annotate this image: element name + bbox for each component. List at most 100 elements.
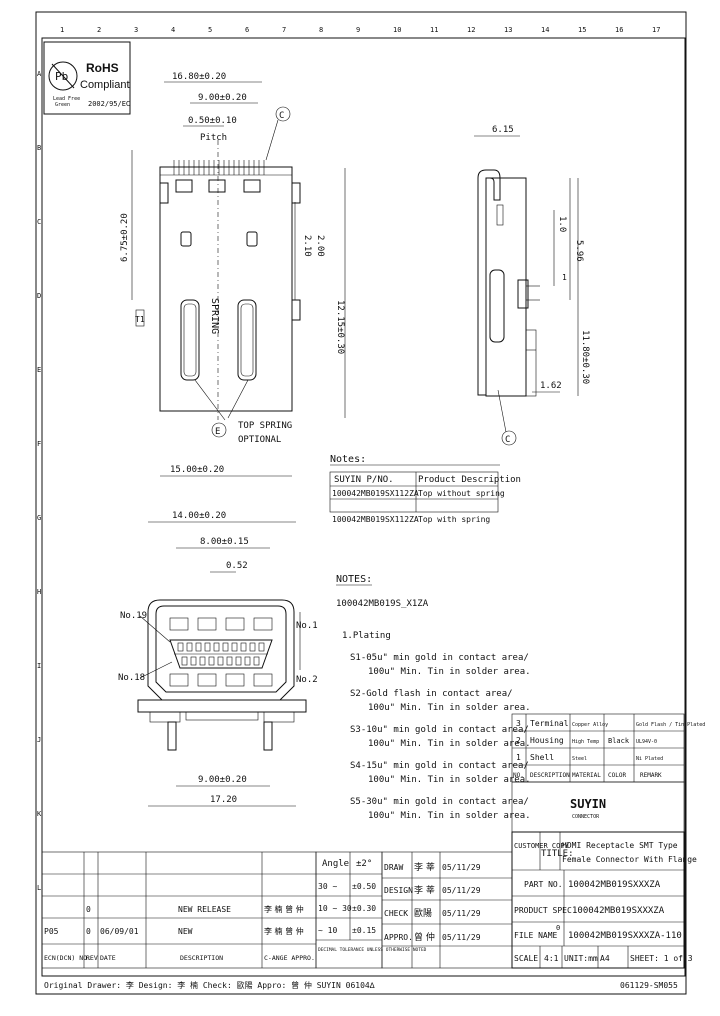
zone-row-marker: E: [37, 366, 41, 374]
zone-column-marker: 10: [393, 26, 401, 34]
bom-description: Shell: [530, 753, 554, 762]
plating-item-line-1: S3-10u" min gold in contact area/: [350, 725, 529, 735]
tolerance-value: ±0.30: [352, 904, 376, 913]
bom-remark: UL94V-0: [636, 739, 657, 745]
side-dim-3: 1: [562, 273, 567, 282]
plating-item-line-2: 100u" Min. Tin in solder area.: [368, 667, 531, 677]
scale-label: SCALE: [514, 954, 538, 963]
bom-remark: Gold Flash / Tin Plated: [636, 722, 705, 728]
side-dim-2: 5.96: [574, 240, 584, 262]
zone-column-marker: 8: [319, 26, 323, 34]
bom-material: High Temp: [572, 739, 599, 745]
balloon-c: C: [279, 111, 284, 121]
bom-color: Black: [608, 737, 630, 745]
part-no-value: 100042MB019SXXXZA: [568, 880, 661, 890]
side-balloon-c: C: [505, 435, 510, 445]
balloon-e: E: [215, 427, 220, 437]
notes-row-2-pn: 100042MB019SX112ZA: [332, 515, 419, 524]
tolerance-value: ±0.50: [352, 882, 376, 891]
revision-cell: NEW RELEASE: [178, 905, 231, 914]
file-name-value: 100042MB019SXXXZA-110: [568, 931, 682, 941]
contact-lower: [226, 656, 233, 666]
zone-row-marker: F: [37, 440, 41, 448]
top-spring-label: TOP SPRING: [238, 421, 292, 431]
zone-column-marker: 6: [245, 26, 249, 34]
dim-inner-width: 9.00±0.20: [198, 93, 247, 103]
bom-description: Housing: [530, 736, 564, 745]
dim-pitch: 0.50±0.10: [188, 116, 237, 126]
notes-row-1-pn: 100042MB019SX112ZA: [332, 489, 419, 498]
side-dim-1: 1.0: [557, 216, 567, 232]
dim-right-1: 2.10: [302, 235, 312, 257]
side-mark-t1: T1: [135, 315, 145, 324]
title-line-2: Female Connector With Flange: [562, 855, 697, 864]
contact-lower: [190, 656, 197, 666]
customer-label: CUSTOMER COPY: [514, 842, 570, 850]
bom-material: Copper Alloy: [572, 722, 608, 728]
file-name-label: FILE NAME: [514, 931, 558, 940]
company-logo: SUYIN CONNECTOR: [511, 781, 685, 833]
top-spring-optional: OPTIONAL: [238, 435, 281, 445]
approval-name: 李 莘: [414, 861, 435, 873]
size-label: A4: [600, 954, 610, 963]
plating-item-line-1: S2-Gold flash in contact area/: [350, 689, 513, 699]
tolerance-range: 10 ~ 30: [318, 904, 352, 913]
pb-label-lead-free: Lead Free: [53, 96, 80, 102]
revision-cell: 0: [86, 905, 91, 914]
footer-right: 061129-SM055: [620, 981, 678, 990]
zone-column-marker: 11: [430, 26, 438, 34]
company-name: SUYIN: [570, 797, 606, 811]
title-block: CUSTOMER COPY TITLE: HDMI Receptacle SMT…: [511, 831, 697, 969]
revision-cell: 李 楠 曾 仲: [264, 926, 304, 936]
contact-upper: [231, 642, 238, 652]
plating-part: 100042MB019S_X1ZA: [336, 599, 429, 609]
revision-cell: NEW: [178, 927, 193, 936]
zone-column-marker: 7: [282, 26, 286, 34]
sheet-label: SHEET: 1 of 3: [630, 954, 693, 963]
front-view: 14.00±0.20 8.00±0.15 0.52 No.19 No.18 No: [118, 511, 318, 807]
zone-row-marker: D: [37, 292, 41, 300]
pb-symbol: Pb: [55, 70, 68, 83]
revision-header: ECN(DCN) NO.: [44, 954, 91, 962]
revision-cell: 0: [86, 927, 91, 936]
contact-lower: [217, 656, 224, 666]
contact-lower: [199, 656, 206, 666]
approval-date: 05/11/29: [442, 863, 481, 872]
zone-row-marker: C: [37, 218, 41, 226]
tolerance-note: DECIMAL TOLERANCE UNLESS OTHERWISE NOTED: [318, 947, 427, 953]
zone-row-marker: H: [37, 588, 41, 596]
approval-name: 歐陽: [414, 907, 432, 919]
zone-column-marker: 14: [541, 26, 549, 34]
approval-name: 李 莘: [414, 884, 435, 896]
plating-item-line-2: 100u" Min. Tin in solder area.: [368, 811, 531, 821]
dim-bottom-width: 15.00±0.20: [170, 465, 224, 475]
front-dim-bottom: 17.20: [210, 795, 237, 805]
plating-item-line-1: S5-30u" min gold in contact area/: [350, 797, 529, 807]
zone-row-marker: A: [37, 70, 42, 78]
zone-column-marker: 5: [208, 26, 212, 34]
zone-row-marker: J: [37, 736, 41, 744]
contact-upper: [177, 642, 184, 652]
revision-cell: 06/09/01: [100, 927, 139, 936]
plating-item-line-2: 100u" Min. Tin in solder area.: [368, 775, 531, 785]
rohs-subtitle: Compliant: [80, 79, 130, 91]
revision-header: DATE: [100, 954, 116, 962]
zone-column-marker: 1: [60, 26, 64, 34]
part-no-label: PART NO.: [524, 880, 563, 889]
bom-header: MATERIAL: [572, 772, 601, 779]
file-rev: 0: [556, 924, 560, 932]
top-view: 16.80±0.20 9.00±0.20 0.50±0.10 Pitch C S…: [120, 72, 346, 477]
notes-col-pn: SUYIN P/NO.: [334, 475, 394, 485]
zone-row-marker: G: [37, 514, 41, 522]
side-dim-low: 1.62: [540, 381, 562, 391]
zone-column-marker: 17: [652, 26, 660, 34]
tolerance-angle-value: ±2°: [356, 859, 372, 869]
notes-title: Notes:: [330, 454, 366, 465]
company-sub: CONNECTOR: [572, 814, 600, 820]
front-dim-small: 0.52: [226, 561, 248, 571]
contact-upper: [186, 642, 193, 652]
contact-upper: [240, 642, 247, 652]
contact-upper: [249, 642, 256, 652]
